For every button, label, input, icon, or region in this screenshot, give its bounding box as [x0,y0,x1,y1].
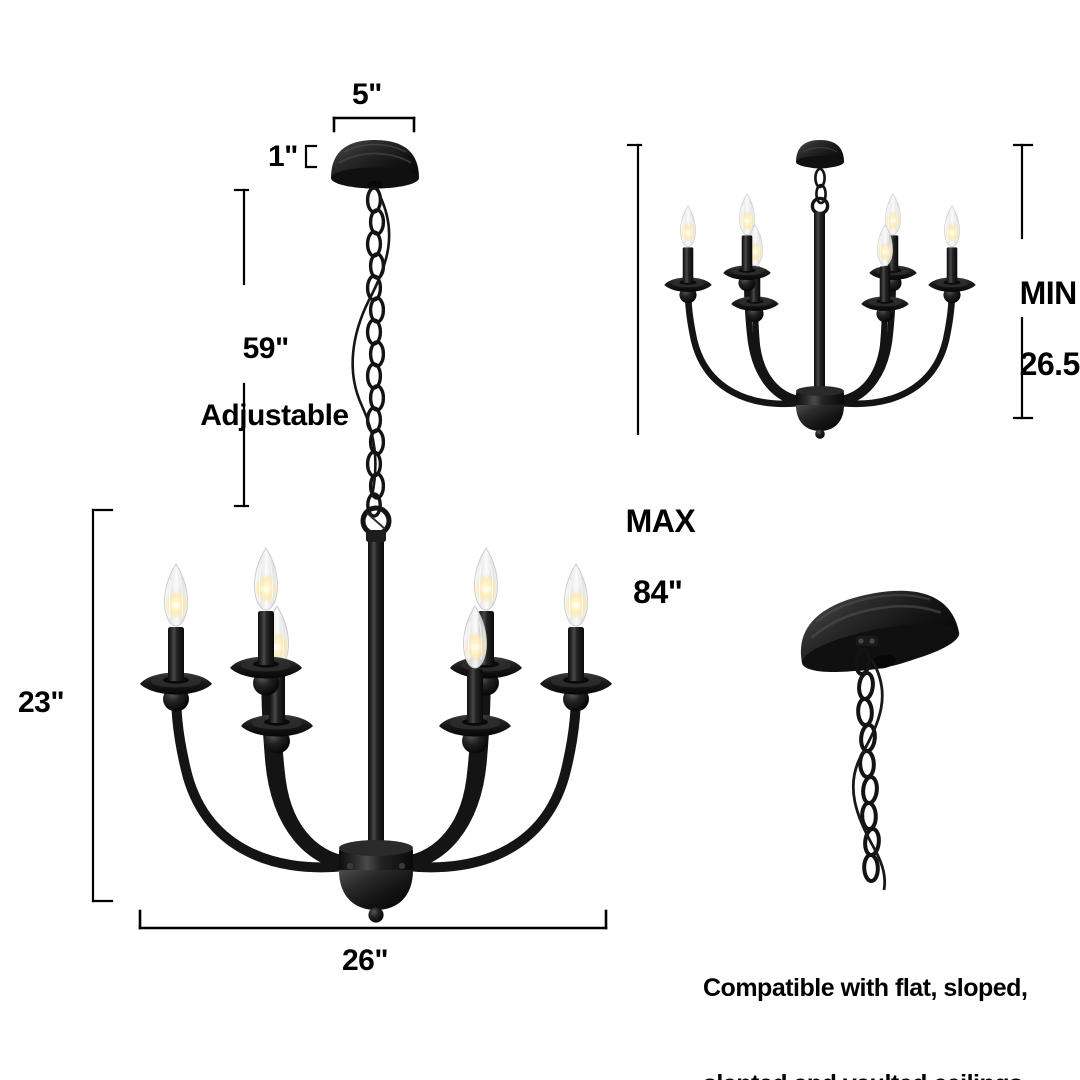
chain-icon [854,648,881,883]
dim-label-fixture-height: 23" [18,686,65,719]
candle-unit [868,193,918,292]
canopy-icon [796,140,844,169]
chain-length-adjustable: Adjustable [200,398,349,432]
center-hub-icon [339,840,413,923]
finial-ball-icon [368,907,384,923]
canopy-icon [331,140,419,189]
ceiling-note-line2: slanted and vaulted ceilings [703,1068,1027,1080]
dim-label-max-drop: MAX 84" [592,468,696,647]
ceiling-compatibility-note: Compatible with flat, sloped, slanted an… [703,908,1028,1080]
candle-unit [438,605,512,755]
candle-unit [722,193,772,292]
dim-fixture-height-bracket [91,508,114,903]
max-label: MAX [625,502,696,539]
dim-canopy-height-bracket [304,144,318,169]
dim-label-chain-length: 59" Adjustable [170,298,349,466]
dim-label-canopy-width: 5" [352,78,382,111]
wire-icon [851,659,887,891]
downrod-icon [368,530,384,852]
candle-unit [139,563,213,713]
dim-min-drop-bracket [1012,143,1034,420]
downrod-icon [814,212,825,395]
min-label: MIN [1019,274,1078,311]
main-chandelier-view [139,140,613,923]
candle-unit [229,547,303,697]
chain-icon [365,186,386,518]
dim-chain-length-bracket [233,188,250,508]
chain-ring-connector [810,196,830,216]
min-drop-chandelier-view [663,140,977,439]
wire-icon [351,193,391,497]
dim-label-canopy-height: 1" [268,140,298,173]
ceiling-note-line1: Compatible with flat, sloped, [703,974,1028,1002]
dim-label-min-drop: MIN 26.5" [986,240,1080,419]
dim-canopy-width-bracket [332,116,416,133]
dim-fixture-width-bracket [138,909,608,930]
chain-length-value: 59" [242,331,290,365]
candle-unit [927,205,977,304]
dimension-lines [91,116,1034,930]
chain-icon [814,167,827,205]
candle-unit [449,547,523,697]
canopy-icon [800,590,960,673]
finial-ball-icon [815,429,825,439]
center-hub-icon [796,386,844,439]
candle-unit [663,205,713,304]
min-value: 26.5" [1019,346,1080,383]
canopy-detail-view [800,590,960,891]
max-value: 84" [633,574,683,611]
dim-max-drop-bracket [626,143,643,436]
dim-label-fixture-width: 26" [342,944,389,977]
